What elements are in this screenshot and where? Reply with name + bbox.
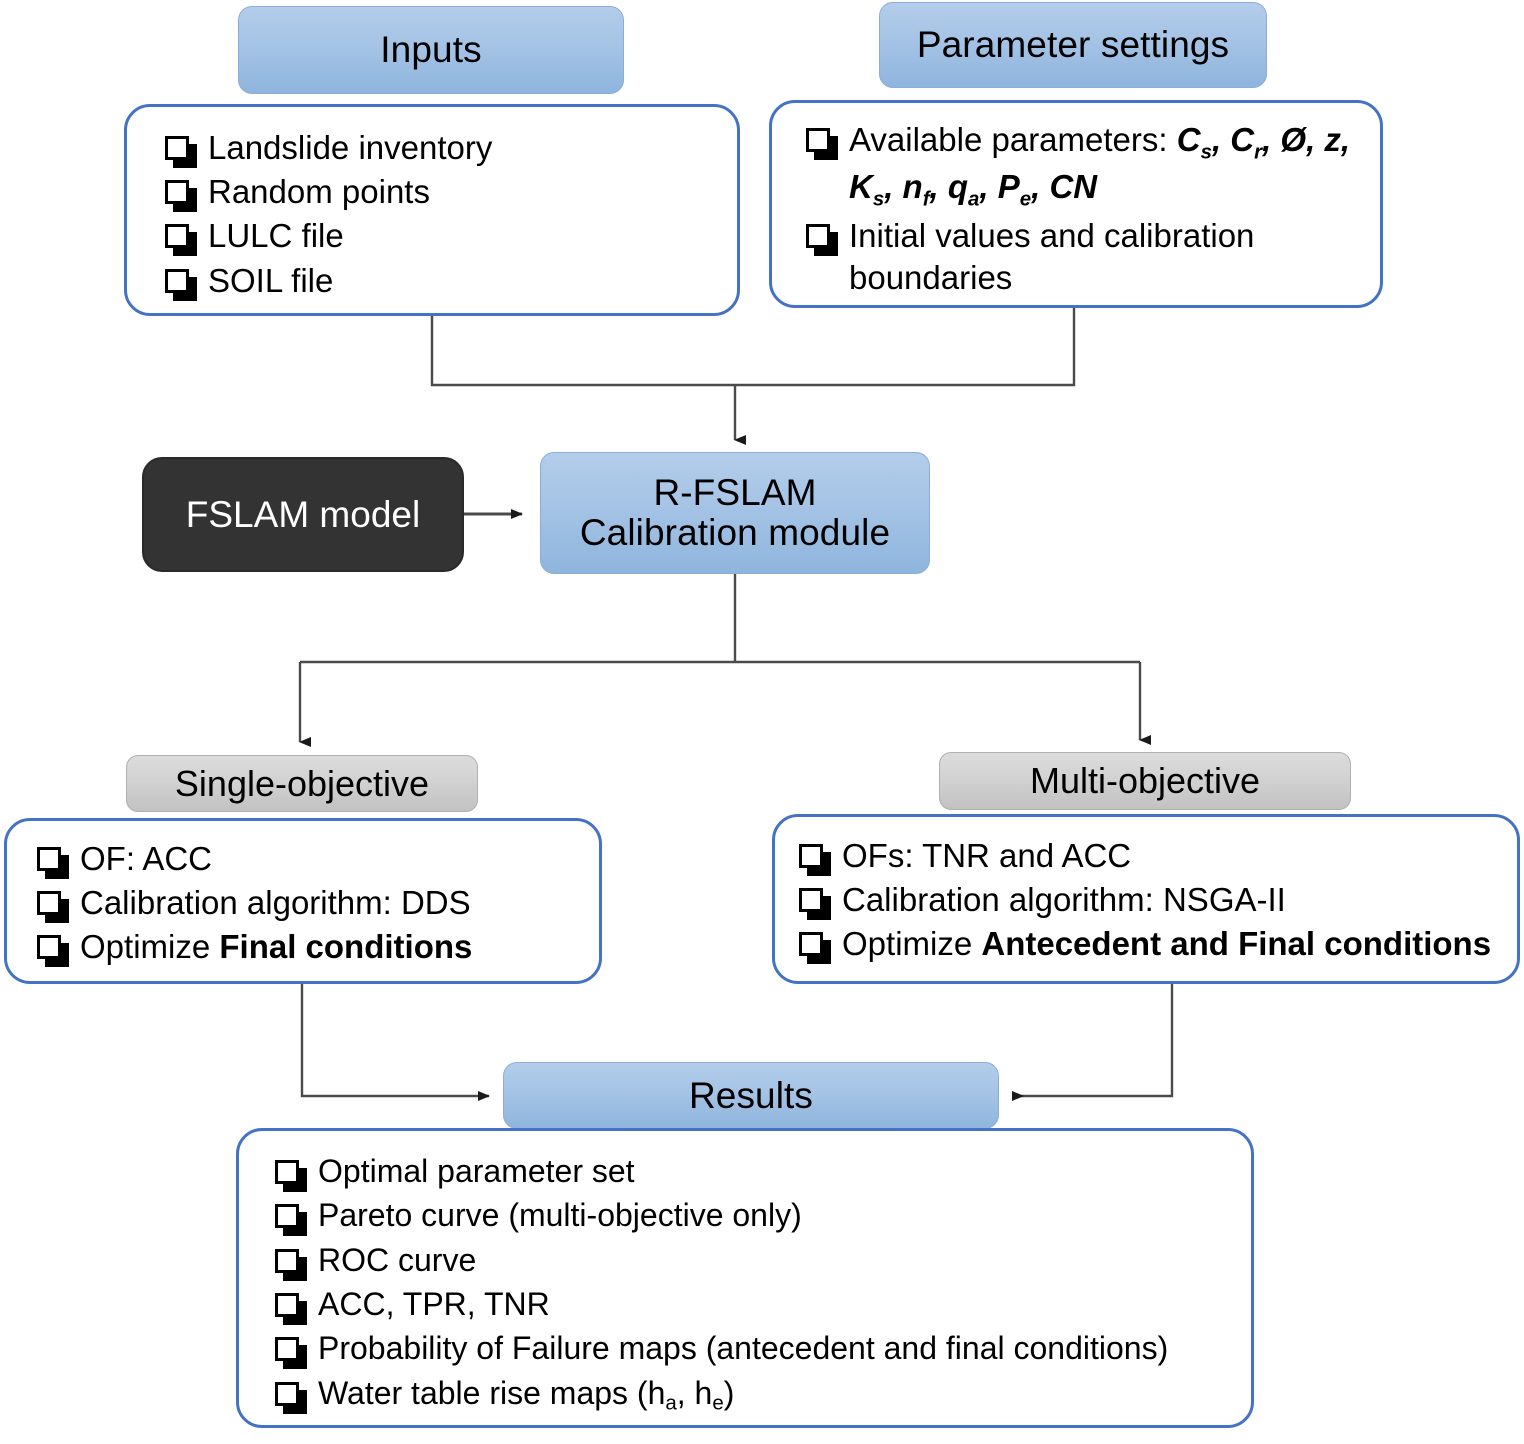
inputs-list: Landslide inventory Random points LULC f…: [127, 107, 737, 302]
checkbox-icon: [165, 268, 197, 301]
inputs-header-label: Inputs: [380, 29, 482, 70]
multi-objective-item-2-bold: Antecedent and Final conditions: [981, 925, 1492, 963]
list-item: Water table rise maps (ha, he): [275, 1373, 1251, 1416]
single-objective-header: Single-objective: [126, 755, 478, 812]
list-item: Initial values and calibration boundarie…: [806, 215, 1380, 299]
inputs-item-1: Random points: [208, 173, 430, 211]
checkbox-icon: [275, 1292, 307, 1325]
list-item: LULC file: [165, 215, 737, 257]
checkbox-icon: [37, 847, 69, 879]
list-item: ACC, TPR, TNR: [275, 1284, 1251, 1325]
list-item: ROC curve: [275, 1240, 1251, 1281]
results-item-1: Pareto curve (multi-objective only): [318, 1197, 802, 1234]
results-card: Optimal parameter set Pareto curve (mult…: [236, 1128, 1254, 1428]
multi-objective-header-label: Multi-objective: [1029, 760, 1261, 801]
inputs-header: Inputs: [238, 6, 624, 94]
checkbox-icon: [275, 1160, 307, 1192]
parameter-settings-list: Available parameters: Cs, Cr, Ø, z, Ks, …: [772, 103, 1380, 299]
rfslam-calibration-module-box: R-FSLAM Calibration module: [540, 452, 930, 574]
checkbox-icon: [165, 136, 197, 168]
list-item: Calibration algorithm: DDS: [37, 882, 599, 924]
initial-values-item: Initial values and calibration boundarie…: [849, 216, 1255, 296]
arrow-single-to-results: [300, 984, 490, 1101]
checkbox-icon: [806, 223, 838, 256]
results-item-3: ACC, TPR, TNR: [318, 1285, 550, 1322]
inputs-card: Landslide inventory Random points LULC f…: [124, 104, 740, 316]
single-objective-header-label: Single-objective: [174, 762, 430, 804]
single-objective-item-0: OF: ACC: [80, 840, 213, 877]
checkbox-icon: [275, 1381, 307, 1414]
checkbox-icon: [37, 935, 69, 968]
rfslam-line2: Calibration module: [579, 512, 891, 553]
results-item-5: Water table rise maps (ha, he): [318, 1374, 735, 1414]
single-objective-item-2: Optimize Final conditions: [80, 926, 599, 968]
list-item: Random points: [165, 171, 737, 213]
checkbox-icon: [799, 888, 831, 921]
single-objective-item-2-prefix: Optimize: [80, 928, 220, 966]
list-item: SOIL file: [165, 260, 737, 302]
checkbox-icon: [275, 1248, 307, 1281]
single-objective-item-1: Calibration algorithm: DDS: [80, 884, 471, 922]
list-item: Probability of Failure maps (antecedent …: [275, 1328, 1251, 1370]
merge-bracket: [430, 308, 1076, 387]
arrow-multi-to-results: [1012, 984, 1174, 1101]
rfslam-line1: R-FSLAM: [653, 472, 817, 514]
list-item: OF: ACC: [37, 838, 599, 880]
checkbox-icon: [799, 932, 831, 965]
checkbox-icon: [799, 844, 831, 876]
multi-objective-item-0: OFs: TNR and ACC: [842, 837, 1132, 874]
list-item: Calibration algorithm: NSGA-II: [799, 879, 1517, 921]
inputs-item-0: Landslide inventory: [208, 129, 493, 166]
multi-objective-card: OFs: TNR and ACC Calibration algorithm: …: [772, 814, 1520, 984]
results-item-2: ROC curve: [318, 1241, 477, 1278]
inputs-item-3: SOIL file: [208, 261, 334, 299]
results-list: Optimal parameter set Pareto curve (mult…: [239, 1131, 1251, 1416]
parameter-settings-header-label: Parameter settings: [916, 24, 1230, 65]
fslam-model-box: FSLAM model: [142, 457, 464, 572]
multi-objective-item-1: Calibration algorithm: NSGA-II: [842, 881, 1286, 919]
available-parameters-prefix: Available parameters:: [849, 121, 1177, 158]
results-item-0: Optimal parameter set: [318, 1153, 635, 1189]
multi-objective-item-2-prefix: Optimize: [842, 925, 982, 963]
inputs-item-2: LULC file: [208, 217, 344, 255]
parameter-symbols: Cs, Cr, Ø, z, Ks, nf, qa, Pe, CN: [849, 121, 1351, 211]
list-item: Optimal parameter set: [275, 1151, 1251, 1192]
parameter-settings-header: Parameter settings: [879, 2, 1267, 88]
checkbox-icon: [165, 224, 197, 257]
checkbox-icon: [806, 128, 838, 160]
list-item: Optimize Final conditions: [37, 926, 599, 968]
single-objective-card: OF: ACC Calibration algorithm: DDS Optim…: [4, 818, 602, 984]
available-parameters-item: Available parameters: Cs, Cr, Ø, z, Ks, …: [849, 119, 1380, 213]
parameter-settings-card: Available parameters: Cs, Cr, Ø, z, Ks, …: [769, 100, 1383, 308]
single-objective-item-2-bold: Final conditions: [219, 928, 473, 966]
fslam-model-label: FSLAM model: [185, 493, 421, 535]
multi-objective-header: Multi-objective: [939, 752, 1351, 810]
results-header-label: Results: [688, 1074, 814, 1116]
results-header: Results: [503, 1062, 999, 1129]
multi-objective-item-2: Optimize Antecedent and Final conditions: [842, 923, 1517, 965]
list-item: Landslide inventory: [165, 127, 737, 169]
checkbox-icon: [275, 1337, 307, 1370]
list-item: Optimize Antecedent and Final conditions: [799, 923, 1517, 965]
multi-objective-list: OFs: TNR and ACC Calibration algorithm: …: [775, 817, 1517, 966]
single-objective-list: OF: ACC Calibration algorithm: DDS Optim…: [7, 821, 599, 969]
results-item-4: Probability of Failure maps (antecedent …: [318, 1330, 1169, 1367]
checkbox-icon: [37, 891, 69, 924]
list-item: Available parameters: Cs, Cr, Ø, z, Ks, …: [806, 119, 1380, 213]
checkbox-icon: [275, 1204, 307, 1237]
list-item: OFs: TNR and ACC: [799, 835, 1517, 877]
checkbox-icon: [165, 180, 197, 213]
list-item: Pareto curve (multi-objective only): [275, 1195, 1251, 1237]
